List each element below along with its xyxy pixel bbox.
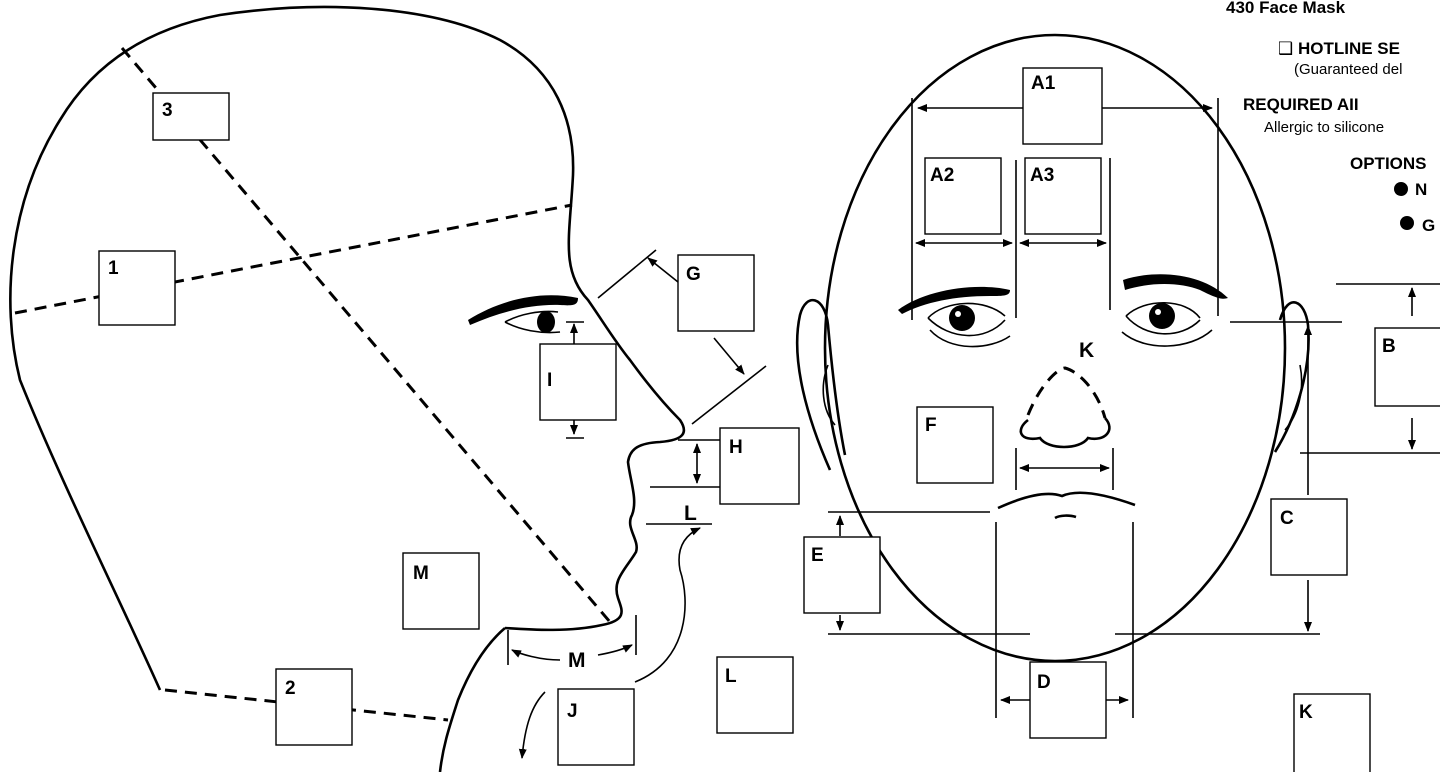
box-h[interactable]	[719, 427, 800, 505]
g-upper-line	[597, 249, 657, 299]
left-ear	[795, 298, 847, 471]
left-pupil	[949, 305, 975, 331]
box-b-label: B	[1382, 336, 1396, 357]
header-block: 430 Face Mask ❑ HOTLINE SE (Guaranteed d…	[1226, 0, 1435, 235]
box-f[interactable]	[916, 406, 994, 484]
product-title: 430 Face Mask	[1226, 0, 1346, 17]
left-pupil-highlight	[955, 311, 961, 317]
profile-pupil	[537, 311, 555, 333]
nose-bridge-dotted	[1026, 366, 1107, 419]
profile-head: 3 1 G I H L M M 2 J L	[9, 5, 800, 772]
option-bullet-icon	[1400, 216, 1414, 230]
g-lower-line	[691, 365, 767, 425]
hotline-service-checkbox-label: ❑ HOTLINE SE	[1278, 39, 1400, 58]
box-a1[interactable]	[1022, 67, 1103, 145]
box-g-label: G	[686, 264, 701, 285]
box-2-label: 2	[285, 678, 296, 699]
k-nose-label: K	[1079, 339, 1094, 362]
box-d-label: D	[1037, 672, 1051, 693]
box-a2-label: A2	[930, 165, 954, 186]
box-l[interactable]	[716, 656, 794, 734]
box-1-label: 1	[108, 258, 119, 279]
box-e[interactable]	[803, 536, 881, 614]
box-j-label: J	[567, 701, 578, 722]
option-2-label: G	[1422, 216, 1435, 235]
box-i-label: I	[547, 370, 552, 391]
right-eye-lid	[1121, 329, 1213, 347]
box-a3[interactable]	[1024, 157, 1102, 235]
front-face: A1 A2 A3 K F B C E D K	[795, 33, 1440, 772]
right-ear-inner	[1284, 364, 1303, 431]
m-small-label: M	[568, 649, 586, 672]
m-arrow-left	[511, 649, 561, 661]
box-2[interactable]	[275, 668, 353, 746]
allergy-note: Allergic to silicone	[1264, 119, 1384, 136]
nose	[1019, 417, 1111, 449]
left-eye-lid	[929, 329, 1011, 348]
box-a3-label: A3	[1030, 165, 1054, 186]
box-l-label: L	[725, 666, 737, 687]
option-1-label: N	[1415, 180, 1427, 199]
box-j[interactable]	[557, 688, 635, 766]
dashed-line-3	[120, 47, 612, 623]
options-heading: OPTIONS	[1350, 154, 1427, 173]
box-m-label: M	[413, 563, 429, 584]
g-arrow-down	[713, 337, 745, 375]
box-3-label: 3	[162, 100, 173, 121]
box-e-label: E	[811, 545, 824, 566]
box-k[interactable]	[1293, 693, 1371, 772]
right-eye	[1125, 301, 1201, 335]
left-eyebrow	[898, 286, 1010, 314]
l-small-label: L	[684, 502, 697, 525]
box-h-label: H	[729, 437, 743, 458]
required-heading: REQUIRED AII	[1243, 95, 1359, 114]
box-k-label: K	[1299, 702, 1313, 723]
profile-eye	[504, 310, 561, 334]
chin-line	[1054, 514, 1077, 520]
g-arrow-up	[647, 257, 679, 283]
hotline-note: (Guaranteed del	[1294, 61, 1402, 78]
profile-head-outline	[9, 5, 686, 691]
box-b[interactable]	[1374, 327, 1440, 407]
left-eye	[927, 302, 1006, 337]
box-a2[interactable]	[924, 157, 1002, 235]
option-bullet-icon	[1394, 182, 1408, 196]
box-c-label: C	[1280, 508, 1294, 529]
box-m[interactable]	[402, 552, 480, 630]
box-c[interactable]	[1270, 498, 1348, 576]
right-eyebrow	[1123, 274, 1228, 299]
box-a1-label: A1	[1031, 73, 1056, 94]
right-ear	[1273, 301, 1310, 453]
dashed-line-1	[14, 203, 573, 315]
box-3[interactable]	[152, 92, 230, 141]
front-face-outline	[823, 33, 1287, 663]
profile-neck	[438, 627, 506, 772]
j-curve-arrow	[518, 691, 546, 759]
box-g[interactable]	[677, 254, 755, 332]
mouth	[997, 491, 1136, 510]
box-f-label: F	[925, 415, 937, 436]
m-arrow-right	[597, 644, 633, 656]
right-pupil-highlight	[1155, 309, 1161, 315]
box-d[interactable]	[1029, 661, 1107, 739]
left-ear-inner	[822, 364, 836, 426]
profile-eyebrow	[468, 295, 578, 325]
right-pupil	[1149, 303, 1175, 329]
box-1[interactable]	[98, 250, 176, 326]
l-curve-arrow	[634, 527, 701, 683]
box-i[interactable]	[539, 343, 617, 421]
